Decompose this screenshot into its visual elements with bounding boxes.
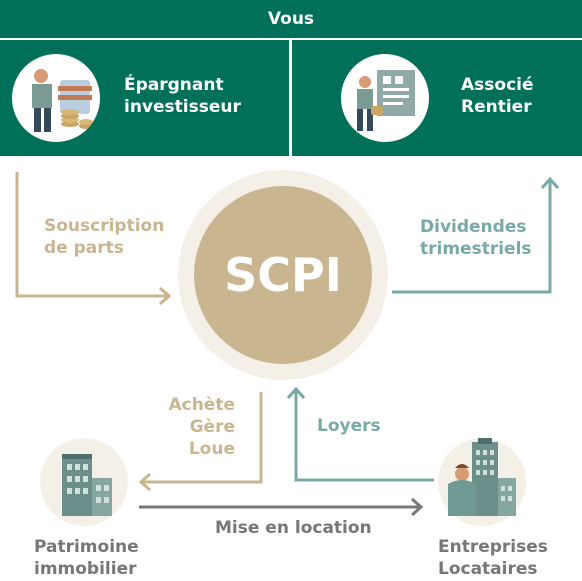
associate-rentier-line2: Rentier [461, 97, 532, 117]
saver-investor-line2: investisseur [124, 97, 241, 117]
dividends-label: Dividendes trimestriels [420, 216, 532, 260]
saver-investor-line1: Épargnant [124, 75, 224, 95]
associate-rentier-icon [341, 54, 429, 142]
rents-arrow [294, 390, 434, 482]
rents-label: Loyers [317, 415, 381, 437]
property-line1: Patrimoine [34, 537, 139, 557]
panel-saver-investor: Épargnant investisseur [0, 40, 289, 156]
saver-investor-label: Épargnant investisseur [124, 74, 241, 118]
tenant-business-icon [448, 438, 516, 516]
subscription-line2: de parts [44, 238, 124, 258]
actions-label: Achète Gère Loue [150, 394, 235, 460]
actions-line2: Gère [189, 417, 235, 437]
header-title: Vous [267, 9, 315, 29]
associate-rentier-line1: Associé [461, 75, 534, 95]
tenants-label: Entreprises Locataires [438, 536, 548, 580]
actions-line1: Achète [168, 395, 235, 415]
panel-associate-rentier: Associé Rentier [292, 40, 582, 156]
property-line2: immobilier [34, 559, 137, 579]
leasing-label: Mise en location [215, 517, 372, 539]
dividends-line2: trimestriels [420, 239, 532, 259]
associate-rentier-label: Associé Rentier [461, 74, 534, 118]
tenants-line2: Locataires [438, 559, 538, 579]
actions-line3: Loue [188, 439, 235, 459]
property-node [40, 438, 128, 526]
buildings-icon [62, 454, 112, 516]
subscription-arrow [15, 172, 168, 298]
property-label: Patrimoine immobilier [34, 536, 139, 580]
tenants-line1: Entreprises [438, 537, 548, 557]
leasing-text: Mise en location [215, 518, 372, 538]
scpi-node: SCPI [194, 186, 372, 364]
tenants-node [438, 438, 526, 526]
actions-arrow [142, 392, 263, 484]
dividends-arrow [392, 180, 552, 294]
saver-investor-icon [12, 54, 100, 142]
subscription-label: Souscription de parts [44, 215, 164, 259]
dividends-line1: Dividendes [420, 217, 527, 237]
rents-text: Loyers [317, 416, 381, 436]
subscription-line1: Souscription [44, 216, 165, 236]
header-band: Vous [0, 0, 582, 38]
scpi-label: SCPI [224, 248, 342, 302]
